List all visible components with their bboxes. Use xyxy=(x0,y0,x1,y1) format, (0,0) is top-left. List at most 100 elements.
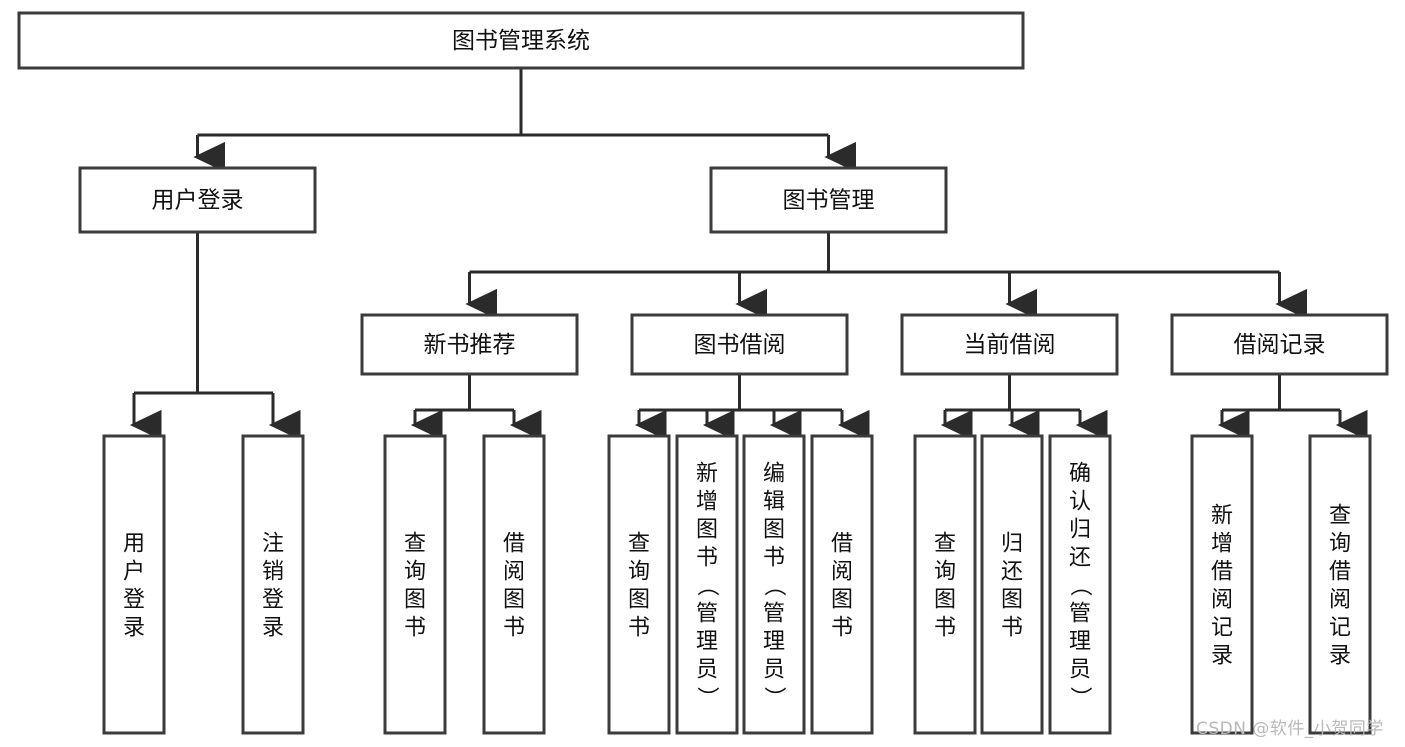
leaf-2-2-char: 辑 xyxy=(763,489,785,514)
node-layer: 图书管理系统用户登录图书管理新书推荐图书借阅当前借阅借阅记录用户登录用户登录注销… xyxy=(17,11,1389,735)
leaf-2-0[interactable]: 查询图书查询图书 xyxy=(565,417,671,735)
leaf-0-0-char: 录 xyxy=(123,615,145,640)
node-level2-0-label: 用户登录 xyxy=(152,188,244,214)
leaf-4-1[interactable]: 查询借阅记录查询借阅记录 xyxy=(1244,417,1376,735)
node-level3-1[interactable]: 图书借阅 xyxy=(630,313,849,376)
leaf-2-3-rect xyxy=(810,434,874,735)
leaf-2-1-char: 图 xyxy=(696,517,718,542)
leaf-4-0-char: 增 xyxy=(1211,531,1233,556)
node-root[interactable]: 图书管理系统 xyxy=(17,11,1025,70)
leaf-1-1-char: 书 xyxy=(503,615,525,640)
leaf-3-2-char: 确 xyxy=(1069,461,1091,486)
leaf-4-0-char: 新 xyxy=(1211,503,1233,528)
leaf-0-1-char: 录 xyxy=(262,615,284,640)
leaf-1-0-char: 查 xyxy=(404,531,426,556)
leaf-3-2-char: 理 xyxy=(1069,629,1091,654)
leaf-3-1-char: 图 xyxy=(1001,587,1023,612)
leaf-2-1-char: 新 xyxy=(696,461,718,486)
leaf-3-2-char: 员 xyxy=(1069,657,1091,682)
node-root-label: 图书管理系统 xyxy=(452,28,590,54)
leaf-0-0[interactable]: 用户登录用户登录 xyxy=(60,417,166,735)
leaf-2-1-char: 员 xyxy=(696,657,718,682)
leaf-1-1-char: 阅 xyxy=(503,559,525,584)
leaf-2-1-char: 理 xyxy=(696,629,718,654)
leaf-1-0-char: 询 xyxy=(404,559,426,584)
leaf-3-2-char: 还 xyxy=(1069,545,1091,570)
node-level2-0-rect xyxy=(78,166,317,234)
leaf-2-1-char: （ xyxy=(694,574,719,596)
csdn-watermark: CSDN @软件_小贺同学 xyxy=(1196,719,1384,739)
leaf-4-1-char: 录 xyxy=(1329,643,1351,668)
leaf-2-0-char: 图 xyxy=(628,587,650,612)
leaf-2-1-char: 管 xyxy=(696,601,718,626)
leaf-2-0-rect xyxy=(607,434,671,735)
leaf-2-1-char: ） xyxy=(694,686,719,708)
node-level3-2-label: 当前借阅 xyxy=(964,332,1056,358)
node-level3-3-label: 借阅记录 xyxy=(1234,332,1326,358)
leaf-2-0-char: 查 xyxy=(628,531,650,556)
leaf-2-2-char: （ xyxy=(761,574,786,596)
leaf-0-1-rect xyxy=(241,434,305,735)
connector-layer xyxy=(129,68,1368,441)
leaf-4-1-char: 查 xyxy=(1329,503,1351,528)
leaf-0-1[interactable]: 注销登录注销登录 xyxy=(199,417,305,735)
leaf-1-0-char: 图 xyxy=(404,587,426,612)
node-level2-1-label: 图书管理 xyxy=(783,188,875,214)
leaf-2-3-char: 书 xyxy=(831,615,853,640)
node-level3-3[interactable]: 借阅记录 xyxy=(1170,313,1389,376)
leaf-4-0-char: 阅 xyxy=(1211,587,1233,612)
leaf-3-0[interactable]: 查询图书查询图书 xyxy=(871,417,977,735)
node-level2-0[interactable]: 用户登录 xyxy=(78,166,317,234)
leaf-1-1[interactable]: 借阅图书借阅图书 xyxy=(440,417,546,735)
leaf-3-0-char: 询 xyxy=(934,559,956,584)
leaf-4-0[interactable]: 新增借阅记录新增借阅记录 xyxy=(1126,417,1258,735)
node-level2-1-rect xyxy=(709,166,948,234)
leaf-2-2-char: 理 xyxy=(763,629,785,654)
leaf-1-1-char: 图 xyxy=(503,587,525,612)
leaf-2-2-char: 书 xyxy=(763,545,785,570)
node-level3-3-rect xyxy=(1170,313,1389,376)
leaf-0-0-char: 用 xyxy=(123,531,145,556)
node-level3-0-label: 新书推荐 xyxy=(424,332,516,358)
node-level3-2[interactable]: 当前借阅 xyxy=(900,313,1119,376)
node-level3-1-rect xyxy=(630,313,849,376)
leaf-1-0[interactable]: 查询图书查询图书 xyxy=(341,417,447,735)
leaf-0-1-char: 注 xyxy=(262,531,284,556)
leaf-2-2-char: 管 xyxy=(763,601,785,626)
leaf-3-0-char: 查 xyxy=(934,531,956,556)
leaf-2-2-rect xyxy=(742,434,806,735)
node-level3-0[interactable]: 新书推荐 xyxy=(360,313,579,376)
leaf-2-0-char: 询 xyxy=(628,559,650,584)
leaf-2-3-char: 阅 xyxy=(831,559,853,584)
leaf-2-1-char: 书 xyxy=(696,545,718,570)
leaf-3-1-char: 书 xyxy=(1001,615,1023,640)
leaf-4-0-char: 借 xyxy=(1211,559,1233,584)
leaf-2-2-char: 员 xyxy=(763,657,785,682)
leaf-3-2-char: 认 xyxy=(1069,489,1091,514)
leaf-3-2-rect xyxy=(1048,434,1112,735)
leaf-4-0-char: 录 xyxy=(1211,643,1233,668)
leaf-2-3[interactable]: 借阅图书借阅图书 xyxy=(768,417,874,735)
leaf-0-1-char: 登 xyxy=(262,587,284,612)
leaf-3-2-char: 管 xyxy=(1069,601,1091,626)
leaf-0-0-rect xyxy=(102,434,166,735)
leaf-3-0-char: 书 xyxy=(934,615,956,640)
leaf-2-2-char: 图 xyxy=(763,517,785,542)
leaf-3-1-rect xyxy=(980,434,1044,735)
leaf-1-0-char: 书 xyxy=(404,615,426,640)
leaf-3-1-char: 归 xyxy=(1001,531,1023,556)
leaf-1-1-rect xyxy=(482,434,546,735)
leaf-2-0-char: 书 xyxy=(628,615,650,640)
leaf-2-1-char: 增 xyxy=(696,489,718,514)
leaf-1-0-rect xyxy=(383,434,447,735)
leaf-2-2-char: ） xyxy=(761,686,786,708)
leaf-2-2-char: 编 xyxy=(763,461,785,486)
node-level2-1[interactable]: 图书管理 xyxy=(709,166,948,234)
node-level3-0-rect xyxy=(360,313,579,376)
leaf-3-1[interactable]: 归还图书归还图书 xyxy=(938,417,1044,735)
leaf-3-2-char: ） xyxy=(1067,686,1092,708)
